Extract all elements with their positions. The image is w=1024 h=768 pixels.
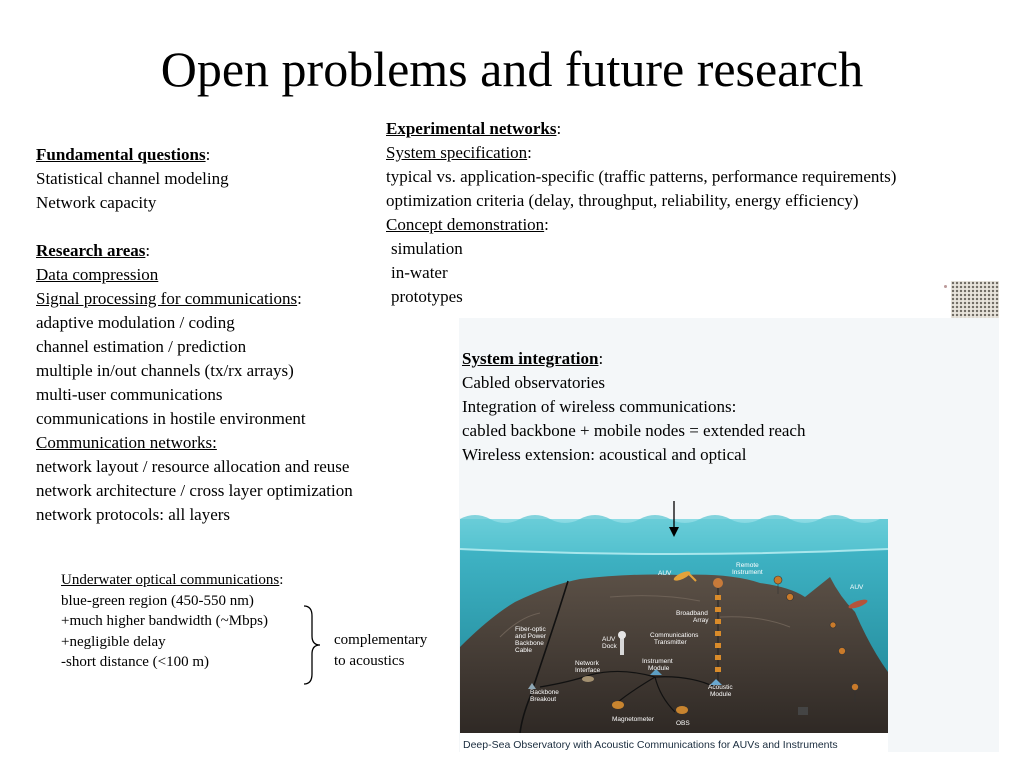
signal-item: communications in hostile environment [36, 409, 306, 428]
fundamental-questions-heading: Fundamental questions [36, 145, 206, 164]
label-broadband-array: Array [693, 617, 709, 624]
optical-item: +much higher bandwidth (~Mbps) [61, 613, 268, 629]
caption-background [460, 733, 888, 753]
integration-item: Integration of wireless communications: [462, 397, 737, 416]
remote-instrument-icons [773, 575, 859, 702]
label-fiber-optic: Fiber-optic [515, 626, 546, 633]
network-item: network protocols: all layers [36, 505, 231, 524]
label-backbone-breakout: Backbone [530, 689, 559, 696]
label-network-interface: Interface [575, 667, 601, 674]
auv-top-icon [673, 571, 697, 582]
label-fiber-optic: Cable [515, 647, 532, 654]
label-backbone-breakout: Breakout [530, 696, 556, 703]
experimental-networks-heading: Experimental networks [386, 119, 557, 138]
label-instrument-module: Instrument [642, 658, 673, 665]
signal-item: channel estimation / prediction [36, 337, 247, 356]
optical-communications-heading: Underwater optical communications [61, 572, 280, 588]
buoy-icon [713, 578, 723, 588]
research-areas-heading: Research areas [36, 241, 146, 260]
figure-caption: Deep-Sea Observatory with Acoustic Commu… [463, 739, 838, 751]
label-remote-instrument: Remote [736, 562, 759, 569]
network-item: network architecture / cross layer optim… [36, 481, 353, 500]
seafloor [460, 574, 888, 733]
arrowhead-icon [669, 527, 679, 537]
label-fiber-optic: Backbone [515, 640, 544, 647]
decorative-dot [944, 285, 947, 288]
label-broadband-array: Broadband [676, 610, 708, 617]
network-cables [539, 670, 716, 713]
seafloor-instrument-icons [528, 631, 808, 715]
seafloor-ridges [499, 595, 791, 638]
integration-item: Cabled observatories [462, 373, 606, 392]
label-magnetometer: Magnetometer [612, 716, 655, 723]
label-fiber-optic: and Power [515, 633, 547, 640]
signal-item: multi-user communications [36, 385, 223, 404]
label-instrument-module: Module [648, 665, 670, 672]
label-auv-top: AUV [658, 570, 672, 577]
deep-sea-observatory-illustration: AUV Remote Instrument AUV Broadband Arra… [460, 501, 888, 753]
right-brace-icon [303, 605, 321, 685]
demo-item: simulation [391, 239, 463, 258]
experimental-networks-block: Experimental networks: System specificat… [386, 117, 896, 309]
label-network-interface: Network [575, 660, 600, 667]
spec-item: optimization criteria (delay, throughput… [386, 191, 859, 210]
system-integration-heading: System integration [462, 349, 599, 368]
optical-item: -short distance (<100 m) [61, 654, 210, 670]
fundamental-item: Statistical channel modeling [36, 169, 229, 188]
surface-line [460, 548, 888, 555]
label-comm-transmitter: Transmitter [654, 639, 687, 646]
demo-item: prototypes [391, 287, 463, 306]
backbone-cable [519, 580, 569, 734]
system-integration-block: System integration: Cabled observatories… [462, 347, 805, 467]
label-comm-transmitter: Communications [650, 632, 699, 639]
spec-item: typical vs. application-specific (traffi… [386, 167, 897, 186]
research-block: Fundamental questions: Statistical chann… [36, 143, 353, 527]
label-auv-right: AUV [850, 584, 864, 591]
label-acoustic-module: Module [710, 691, 732, 698]
data-compression-label: Data compression [36, 265, 159, 284]
system-specification-label: System specification [386, 143, 528, 162]
concept-demonstration-label: Concept demonstration [386, 215, 545, 234]
communication-networks-label: Communication networks: [36, 433, 217, 452]
label-obs: OBS [676, 720, 690, 727]
label-remote-instrument: Instrument [732, 569, 763, 576]
optical-item: blue-green region (450-550 nm) [61, 592, 254, 609]
optical-communications-block: Underwater optical communications: blue-… [61, 570, 283, 673]
complementary-note: complementary to acoustics [334, 632, 428, 669]
signal-item: adaptive modulation / coding [36, 313, 235, 332]
signal-item: multiple in/out channels (tx/rx arrays) [36, 361, 294, 380]
integration-item: cabled backbone + mobile nodes = extende… [462, 421, 806, 440]
optical-item: +negligible delay [61, 633, 166, 650]
auv-right-icon [848, 599, 868, 609]
fundamental-item: Network capacity [36, 193, 157, 212]
label-auv-dock: Dock [602, 643, 618, 650]
slide-title: Open problems and future research [160, 41, 864, 97]
integration-item: Wireless extension: acoustical and optic… [462, 445, 747, 464]
signal-processing-label: Signal processing for communications [36, 289, 298, 308]
broadband-array-nodes [715, 595, 721, 672]
network-item: network layout / resource allocation and… [36, 457, 350, 476]
label-auv-dock: AUV [602, 636, 616, 643]
label-acoustic-module: Acoustic [708, 684, 733, 691]
demo-item: in-water [391, 263, 448, 282]
